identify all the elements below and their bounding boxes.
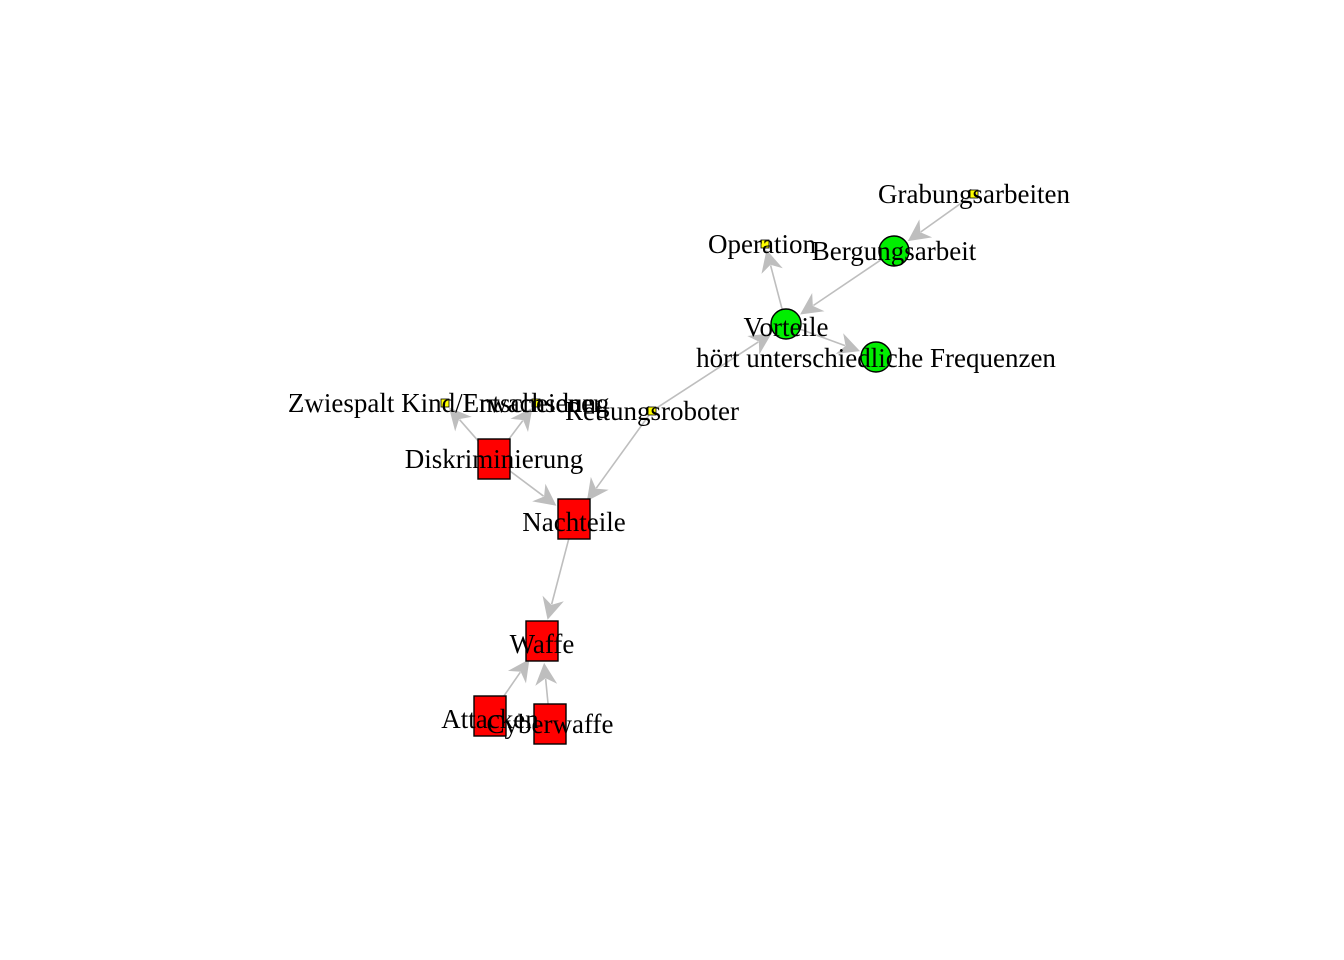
edge-arrowhead bbox=[835, 333, 861, 354]
node-operation bbox=[760, 239, 770, 249]
node-label-attacken: Attacken bbox=[441, 704, 539, 734]
node-label-zwiespalt: Zwiespalt Kind/Erwachsener bbox=[288, 388, 602, 418]
edge-bergungsarbeit-vorteile bbox=[800, 258, 883, 315]
edge-line bbox=[799, 328, 846, 347]
edge-diskriminierung-zwiespalt bbox=[448, 407, 482, 445]
node-cyberwaffe bbox=[533, 703, 567, 745]
node-diskriminierung bbox=[477, 438, 511, 480]
node-label-entscheidung: Entscheidung bbox=[463, 388, 610, 418]
edge-line bbox=[509, 470, 545, 497]
node-label-rettungsroboter: Rettungsroboter bbox=[565, 396, 739, 426]
node-label-frequenzen: hört unterschiedliche Frequenzen bbox=[696, 343, 1056, 373]
edge-line bbox=[550, 538, 570, 605]
labels-layer: GrabungsarbeitenBergungsarbeitOperationV… bbox=[288, 179, 1071, 739]
edge-cyberwaffe-waffe bbox=[535, 662, 558, 705]
node-bergungsarbeit bbox=[878, 235, 910, 267]
edge-rettungsroboter-vorteile bbox=[654, 333, 772, 410]
edge-vorteile-frequenzen bbox=[799, 328, 861, 354]
node-rettungsroboter bbox=[647, 406, 657, 416]
node-label-grabungsarbeiten: Grabungsarbeiten bbox=[878, 179, 1070, 209]
nodes-layer bbox=[440, 189, 979, 745]
node-waffe bbox=[525, 620, 559, 662]
node-vorteile bbox=[770, 308, 802, 340]
edge-rettungsroboter-nachteile bbox=[586, 413, 651, 502]
edge-line bbox=[544, 678, 549, 705]
edge-arrowhead bbox=[761, 249, 783, 274]
node-label-waffe: Waffe bbox=[510, 629, 575, 659]
edge-arrowhead bbox=[532, 483, 557, 506]
node-label-bergungsarbeit: Bergungsarbeit bbox=[812, 236, 977, 266]
edge-arrowhead bbox=[542, 595, 564, 620]
edge-attacken-waffe bbox=[500, 659, 530, 701]
edge-diskriminierung-nachteile bbox=[509, 470, 557, 506]
node-label-operation: Operation bbox=[708, 229, 816, 259]
edge-line bbox=[500, 671, 522, 701]
edge-line bbox=[458, 419, 482, 445]
edge-line bbox=[812, 258, 883, 307]
edge-arrowhead bbox=[510, 407, 533, 432]
edge-arrowhead bbox=[535, 662, 558, 686]
edge-arrowhead bbox=[800, 293, 825, 315]
edge-line bbox=[595, 413, 651, 489]
node-zwiespalt bbox=[440, 398, 450, 408]
edge-arrowhead bbox=[507, 659, 530, 684]
edge-nachteile-waffe bbox=[542, 538, 570, 620]
node-label-diskriminierung: Diskriminierung bbox=[405, 444, 583, 474]
node-label-vorteile: Vorteile bbox=[744, 312, 829, 342]
node-grabungsarbeiten bbox=[969, 189, 979, 199]
node-attacken bbox=[473, 695, 507, 737]
edge-arrowhead bbox=[907, 219, 933, 242]
edge-line bbox=[920, 195, 972, 233]
edge-grabungsarbeiten-bergungsarbeit bbox=[907, 195, 972, 242]
edges-layer bbox=[448, 195, 972, 705]
edge-line bbox=[769, 265, 783, 310]
node-entscheidung bbox=[531, 398, 541, 408]
edge-arrowhead bbox=[747, 333, 772, 355]
node-nachteile bbox=[557, 498, 591, 540]
node-label-cyberwaffe: Cyberwaffe bbox=[487, 709, 614, 739]
node-label-nachteile: Nachteile bbox=[522, 507, 625, 537]
edge-arrowhead bbox=[448, 407, 472, 432]
edge-line bbox=[654, 341, 759, 410]
edge-vorteile-operation bbox=[761, 249, 783, 310]
edge-arrowhead bbox=[586, 476, 609, 502]
node-frequenzen bbox=[860, 341, 892, 373]
